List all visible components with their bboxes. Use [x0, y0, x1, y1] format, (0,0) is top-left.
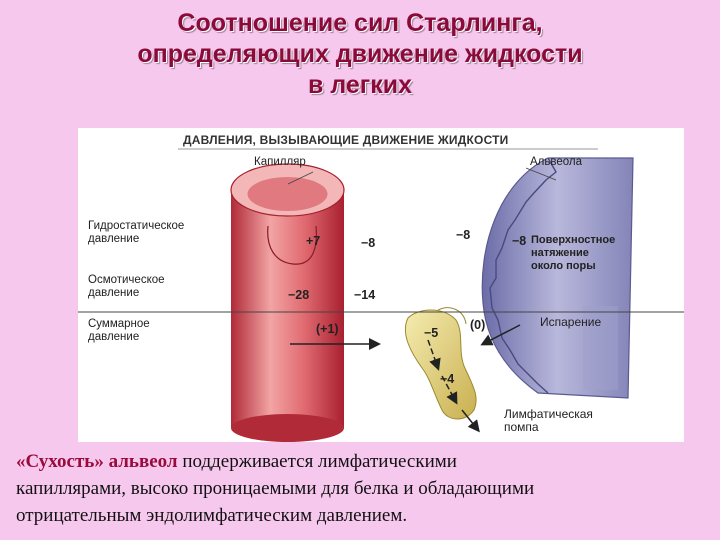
alveola-label: Альвеола	[530, 156, 582, 168]
caption-line-3: отрицательным эндолимфатическим давление…	[16, 505, 408, 526]
caption-emphasis: «Сухость» альвеол	[16, 451, 178, 472]
osmotic-label-line-1: Осмотическое	[88, 274, 165, 286]
summary-label: Суммарное давление	[88, 318, 150, 344]
surface-tension-line-2: натяжение	[531, 247, 589, 259]
net-alveolar-value: (0)	[470, 318, 486, 332]
capillary-pointer	[287, 171, 314, 185]
surface-tension-line-1: Поверхностное	[531, 234, 616, 246]
capillary-label: Капилляр	[254, 156, 306, 168]
net-capillary-value: (+1)	[316, 322, 339, 336]
title-line-2: определяющих движение жидкости	[137, 40, 583, 68]
surface-tension-value: −8	[512, 234, 527, 248]
lymph-vessel-shape	[404, 307, 477, 420]
title-line-3: в легких	[308, 71, 412, 99]
osmotic-interstitial-value: −14	[354, 288, 376, 302]
lymph-step1-value: −5	[424, 326, 439, 340]
alveola-shape	[481, 157, 634, 399]
diagram-graphics	[78, 148, 684, 442]
summary-label-line-2: давление	[88, 331, 140, 343]
caption: «Сухость» альвеол поддерживается лимфати…	[16, 448, 716, 529]
slide-title: Соотношение сил Старлинга, определяющих …	[0, 8, 720, 101]
summary-label-line-1: Суммарное	[88, 318, 150, 330]
capillary-shape	[230, 163, 345, 442]
lymph-pump-line-2: помпа	[504, 420, 539, 434]
surface-tension-line-3: около поры	[531, 260, 596, 272]
lymph-arrow-1	[427, 339, 441, 371]
lymph-pump-label: Лимфатическая помпа	[504, 408, 593, 434]
lymph-arrow-3	[461, 409, 480, 433]
lymph-step2-value: −4	[440, 372, 455, 386]
alveola-pointer	[525, 167, 557, 181]
diagram-header: ДАВЛЕНИЯ, ВЫЗЫВАЮЩИЕ ДВИЖЕНИЕ ЖИДКОСТИ	[183, 133, 509, 147]
title-line-1: Соотношение сил Старлинга,	[177, 9, 543, 37]
hydro-interstitial-value: −8	[361, 236, 376, 250]
caption-line-1: «Сухость» альвеол поддерживается лимфати…	[16, 448, 716, 475]
evaporation-label: Испарение	[540, 315, 602, 329]
lymph-arrow-2	[441, 375, 458, 405]
hydro-capillary-value: +7	[306, 234, 321, 248]
caption-line-2: капиллярами, высоко проницаемыми для бел…	[16, 478, 535, 499]
surface-tension-label: Поверхностное натяжение около поры	[531, 234, 615, 273]
hydrostatic-label-line-2: давление	[88, 233, 140, 245]
alveolar-flow-arrow	[480, 324, 521, 346]
hydro-alveolar-value: −8	[456, 228, 471, 242]
hydrostatic-label: Гидростатическое давление	[88, 220, 184, 246]
osmotic-label-line-2: давление	[88, 287, 140, 299]
lymph-pump-line-1: Лимфатическая	[504, 407, 593, 421]
osmotic-label: Осмотическое давление	[88, 274, 165, 300]
starling-diagram: ДАВЛЕНИЯ, ВЫЗЫВАЮЩИЕ ДВИЖЕНИЕ ЖИДКОСТИ К…	[78, 128, 684, 442]
osmotic-capillary-value: −28	[288, 288, 310, 302]
caption-line-1-rest: поддерживается лимфатическими	[177, 451, 457, 472]
hydrostatic-label-line-1: Гидростатическое	[88, 220, 185, 232]
